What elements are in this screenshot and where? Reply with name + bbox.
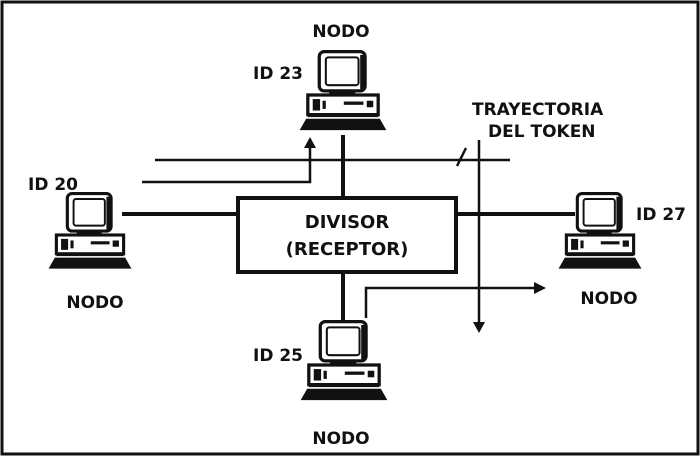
token-pointer (457, 148, 466, 166)
token-line-to-top-node (142, 145, 310, 182)
node-top: NODO ID 23 (253, 22, 386, 130)
arrowhead-right (534, 282, 546, 294)
node-right-label: NODO (580, 289, 637, 309)
node-bottom-label: NODO (312, 429, 369, 449)
token-path-label-line1: TRAYECTORIA (472, 100, 604, 120)
arrowhead-down (473, 322, 485, 333)
node-left: ID 20 NODO (28, 175, 131, 313)
divider-title: DIVISOR (305, 212, 390, 233)
divider-subtitle: (RECEPTOR) (286, 239, 409, 260)
desktop-computer-icon (49, 194, 132, 269)
token-line-to-right-node (366, 288, 536, 318)
node-left-id: ID 20 (28, 175, 78, 195)
node-top-label: NODO (312, 22, 369, 42)
node-left-label: NODO (66, 293, 123, 313)
desktop-computer-icon (559, 194, 642, 269)
node-right-id: ID 27 (636, 205, 686, 225)
node-bottom-id: ID 25 (253, 346, 303, 366)
token-path-label-line2: DEL TOKEN (488, 122, 596, 142)
desktop-computer-icon (300, 52, 387, 131)
node-right: ID 27 NODO (559, 194, 686, 309)
arrowhead-up (304, 137, 316, 148)
desktop-computer-icon (301, 322, 388, 401)
divider-box (238, 198, 456, 272)
node-top-id: ID 23 (253, 64, 303, 84)
node-bottom: ID 25 NODO (253, 322, 387, 449)
